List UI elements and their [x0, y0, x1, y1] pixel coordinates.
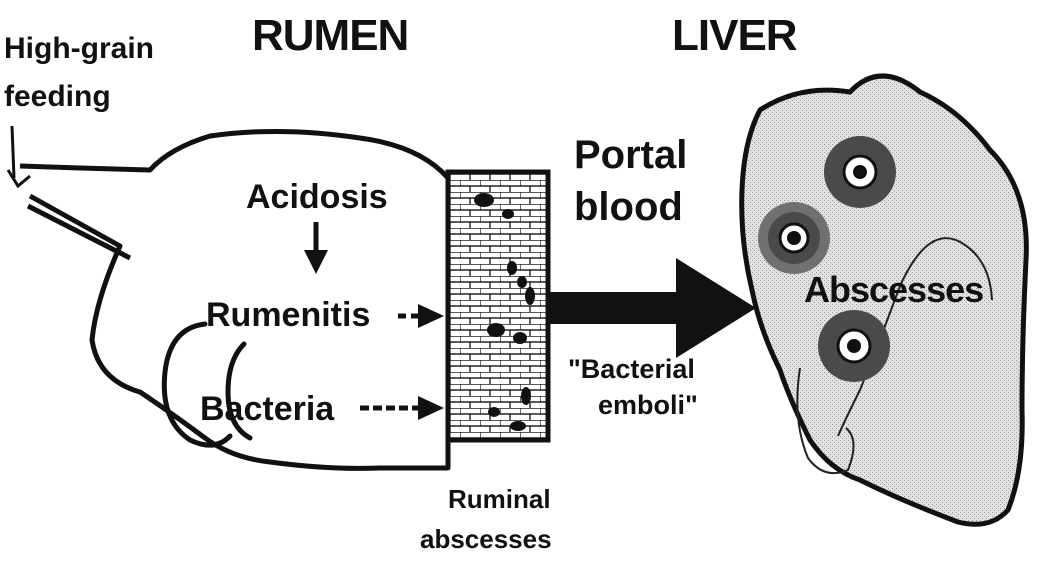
- liver-abscess: [818, 310, 890, 382]
- label-emboli-line2: emboli": [598, 390, 698, 420]
- label-feed-line2: feeding: [4, 80, 111, 113]
- rumenitis-arrow: [398, 304, 444, 328]
- portal-blood-arrow: [548, 258, 756, 358]
- label-acidosis: Acidosis: [246, 178, 388, 216]
- label-emboli-line1: "Bacterial: [568, 354, 695, 384]
- acidosis-arrow: [304, 222, 328, 274]
- label-portal-line1: Portal: [574, 133, 687, 177]
- label-abscesses: Abscesses: [804, 269, 983, 310]
- label-bacteria: Bacteria: [200, 390, 335, 428]
- liver-abscess: [824, 136, 896, 208]
- label-rumenitis: Rumenitis: [206, 296, 370, 334]
- label-ruminal-line1: Ruminal: [448, 484, 551, 514]
- liver-abscess: [758, 202, 830, 274]
- label-ruminal-line2: abscesses: [420, 524, 552, 554]
- feeding-arrow: [8, 126, 30, 186]
- label-portal-line2: blood: [574, 185, 683, 229]
- bacteria-arrow: [360, 396, 444, 420]
- heading-rumen: RUMEN: [252, 11, 408, 60]
- rumen-wall: [448, 172, 548, 440]
- heading-liver: LIVER: [672, 11, 797, 60]
- label-feed-line1: High-grain: [4, 32, 154, 65]
